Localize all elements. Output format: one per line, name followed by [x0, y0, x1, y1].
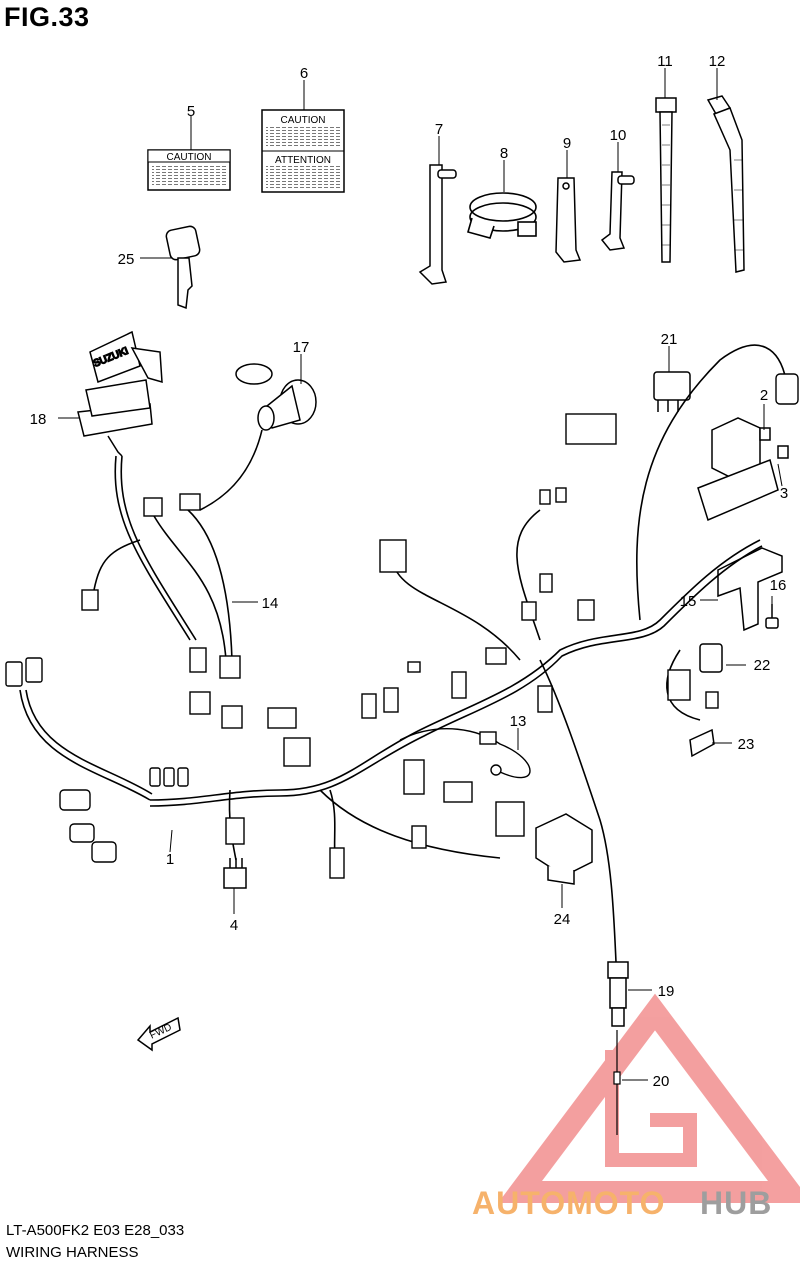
callout-17: 17: [293, 339, 310, 356]
part-3-fuse: [777, 445, 789, 459]
callout-18: 18: [30, 411, 47, 428]
fuse-box-assembly: [697, 417, 789, 522]
part-21-relay: [653, 371, 691, 412]
callout-22: 22: [754, 657, 771, 674]
leader-lines: [58, 68, 783, 1081]
part-11-cable-tie: [655, 97, 677, 263]
part-15-bracket: [717, 547, 783, 632]
callout-8: 8: [500, 145, 508, 162]
part-19-oxygen-sensor: [607, 961, 629, 1027]
callout-12: 12: [709, 53, 726, 70]
part-16-bolt: [765, 604, 779, 629]
part-4-connector: [223, 858, 247, 889]
part-25-key: [165, 225, 201, 310]
callout-21: 21: [661, 331, 678, 348]
part-18-ignition-switch: SUZUKI: [77, 330, 163, 457]
caution-text: CAUTION: [167, 152, 212, 163]
callout-1: 1: [166, 851, 174, 868]
part-23-bracket: [689, 728, 715, 758]
callout-7: 7: [435, 121, 443, 138]
callout-2: 2: [760, 387, 768, 404]
part-1-main-harness: [19, 344, 787, 963]
figure-caption: WIRING HARNESS: [6, 1244, 139, 1261]
model-code: LT-A500FK2 E03 E28_033: [6, 1222, 185, 1239]
callout-14: 14: [262, 595, 279, 612]
callout-5: 5: [187, 103, 195, 120]
part-14-sub-harness: [93, 429, 263, 661]
caution-text: CAUTION: [281, 115, 326, 126]
callout-numbers: 1 2 3 4 5 6 7 8 9 10 11 12 13 14 15 16 1…: [30, 53, 789, 1090]
callout-13: 13: [510, 713, 527, 730]
part-9-clamp: [555, 177, 582, 263]
part-17-accessory-socket: [235, 363, 317, 431]
callout-19: 19: [658, 983, 675, 1000]
part-20-pin: [613, 1030, 621, 1135]
callout-4: 4: [230, 917, 238, 934]
callout-3: 3: [780, 485, 788, 502]
part-7-clamp: [418, 164, 457, 285]
part-24-control-unit: [535, 813, 593, 885]
part-2-fuse: [759, 427, 771, 441]
figure-title: FIG.33: [4, 2, 90, 32]
harness-connectors: [5, 373, 799, 879]
forward-arrow-icon: FWD: [136, 1016, 181, 1052]
callout-15: 15: [680, 593, 697, 610]
callout-24: 24: [554, 911, 571, 928]
part-6-caution-attention-label: CAUTION ATTENTION: [261, 109, 345, 193]
callout-9: 9: [563, 135, 571, 152]
callout-10: 10: [610, 127, 627, 144]
callout-20: 20: [653, 1073, 670, 1090]
callout-6: 6: [300, 65, 308, 82]
part-13-ground-lead: [399, 728, 531, 779]
watermark-text-automoto: AUTOMOTO: [472, 1185, 665, 1221]
callout-11: 11: [657, 53, 673, 70]
callout-16: 16: [770, 577, 787, 594]
watermark-text: AUTOMOTO HUB: [472, 1185, 772, 1221]
attention-text: ATTENTION: [275, 155, 331, 166]
part-5-caution-label: CAUTION: [147, 149, 231, 191]
part-12-cable-tie: [706, 95, 745, 273]
watermark-logo: [498, 993, 800, 1203]
watermark-text-hub: HUB: [700, 1185, 772, 1221]
callout-23: 23: [738, 736, 755, 753]
part-10-clamp: [600, 171, 635, 251]
part-22-connector: [699, 643, 723, 673]
callout-25: 25: [118, 251, 135, 268]
part-8-band-clamp: [467, 192, 537, 239]
